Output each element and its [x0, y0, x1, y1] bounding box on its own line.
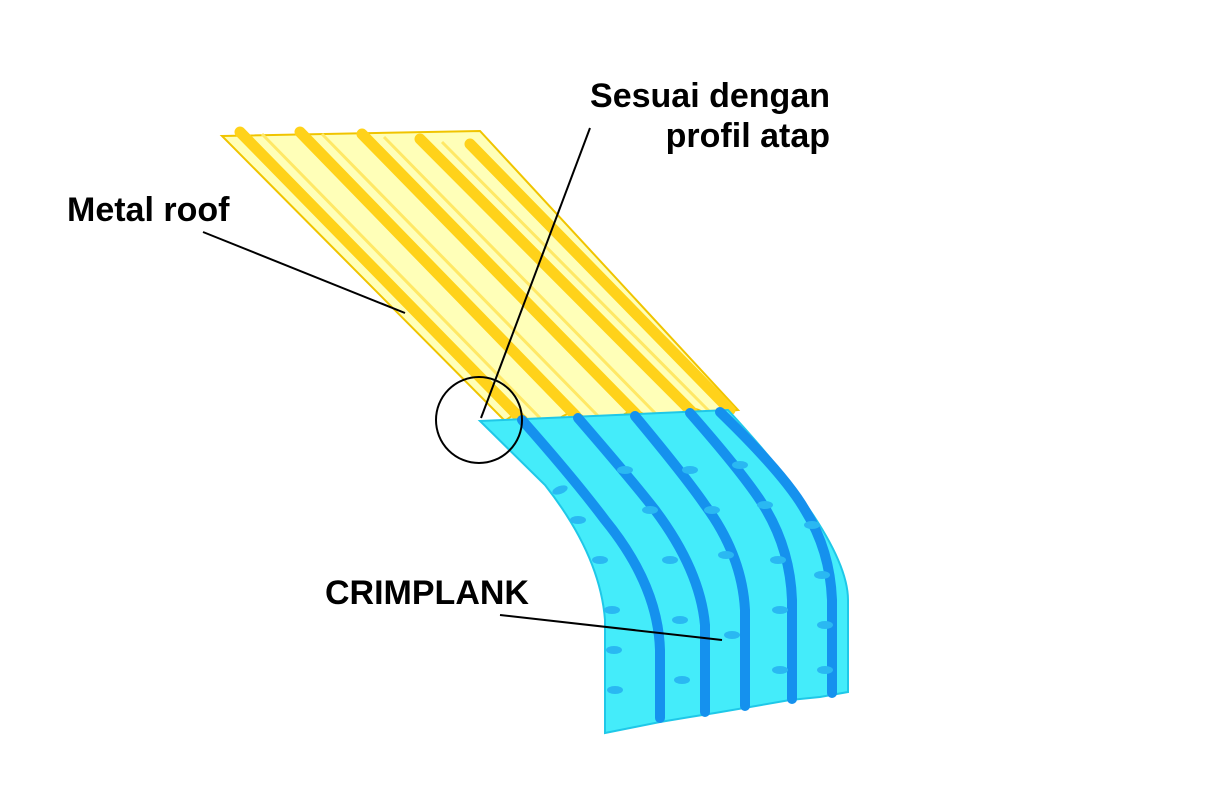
profile-match-label-line-1: Sesuai dengan — [590, 77, 830, 115]
crimp-mark — [592, 556, 608, 564]
crimp-mark — [674, 676, 690, 684]
metal-roof-leader-line — [202, 231, 406, 314]
metal-roof-highlights — [260, 132, 712, 420]
crimp-mark — [770, 556, 786, 564]
roof-highlight-1 — [260, 132, 542, 420]
crimp-mark — [606, 646, 622, 654]
crimp-mark — [772, 666, 788, 674]
crimp-mark — [672, 616, 688, 624]
crimp-mark — [682, 466, 698, 474]
crimp-mark — [732, 461, 748, 469]
profile-match-label-line-2: profil atap — [665, 117, 830, 155]
crimp-mark — [718, 551, 734, 559]
roof-ridge-3 — [356, 128, 642, 420]
crimplank-rib-3 — [630, 411, 750, 711]
crimp-mark — [642, 506, 658, 514]
crimp-mark — [804, 521, 820, 529]
crimplank-label: CRIMPLANK — [325, 574, 529, 612]
roof-ridge-5 — [464, 138, 736, 416]
metal-roof-ridges — [234, 126, 736, 424]
crimp-mark — [552, 485, 568, 495]
profile-match-label: Sesuai dengan profil atap — [590, 76, 830, 156]
roof-highlight-3 — [382, 135, 658, 416]
crimp-mark — [570, 516, 586, 524]
crimp-mark — [757, 501, 773, 509]
crimplank-leader-line — [499, 614, 723, 641]
metal-roof-label: Metal roof — [67, 191, 230, 229]
crimplank-rib-1 — [517, 415, 665, 723]
crimplank-rib-4 — [685, 408, 797, 704]
crimp-mark — [662, 556, 678, 564]
roof-ridge-2 — [294, 126, 582, 422]
crimp-mark — [724, 631, 740, 639]
crimp-mark — [704, 506, 720, 514]
crimplank-panel — [477, 407, 849, 735]
roof-ridge-1 — [234, 126, 526, 424]
metal-roof-panel — [219, 126, 741, 424]
roof-ridge-4 — [414, 133, 698, 418]
crimp-mark — [617, 466, 633, 474]
crimp-mark — [817, 666, 833, 674]
crimp-mark — [604, 606, 620, 614]
junction-callout-circle — [435, 376, 523, 464]
crimp-mark — [817, 621, 833, 629]
crimp-mark — [607, 686, 623, 694]
roof-highlight-2 — [320, 132, 600, 418]
sesuai-leader-line — [480, 127, 591, 419]
crimplank-crimp-marks — [552, 461, 833, 694]
roof-highlight-4 — [440, 140, 712, 414]
crimp-mark — [772, 606, 788, 614]
crimp-mark — [814, 571, 830, 579]
